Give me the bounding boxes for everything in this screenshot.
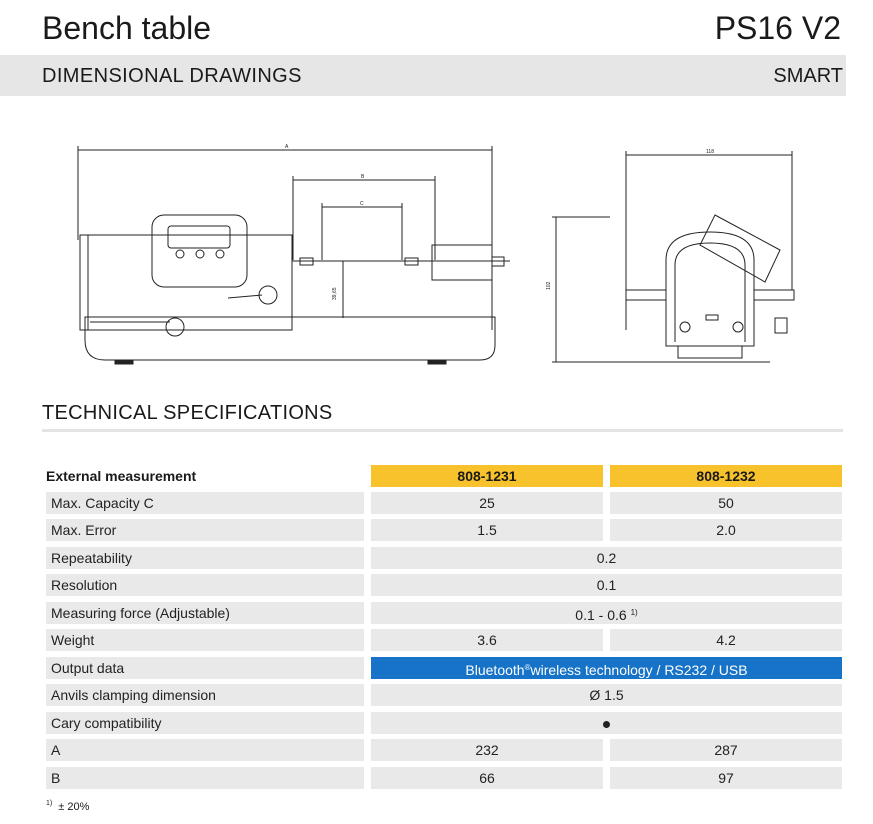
table-row: A mm [46, 739, 364, 761]
row-label: B [51, 770, 61, 786]
row-value: 50 [610, 492, 842, 514]
footnote: 1) ± 20% [46, 800, 89, 813]
table-row: Cary compatibility [46, 712, 364, 734]
row-label: Measuring force (Adjustable) [51, 605, 230, 621]
row-value: 0.2 [371, 547, 842, 569]
column-header-808-1231: 808-1231 [371, 465, 603, 487]
table-row: B mm [46, 767, 364, 789]
row-label: Anvils clamping dimension [51, 687, 216, 703]
footnote-text: ± 20% [58, 801, 90, 813]
row-value: 0.1 [371, 574, 842, 596]
footnote-mark: 1) [46, 800, 53, 807]
row-value-output: Bluetooth®wireless technology / RS232 / … [371, 657, 842, 679]
row-label: A [51, 742, 61, 758]
dim-label-total-height: 102 [546, 281, 552, 290]
row-label: Resolution [51, 577, 118, 593]
dim-label-c: C [360, 201, 364, 207]
row-label: Weight [51, 632, 95, 648]
table-row: Max. Capacity C mm [46, 492, 364, 514]
row-value: 287 [610, 739, 842, 761]
table-row: Output data [46, 657, 364, 679]
row-unit: µm [356, 547, 364, 569]
table-row: Anvils clamping dimension mm [46, 684, 364, 706]
bullet-icon [603, 720, 610, 728]
row-value: 2.0 [610, 519, 842, 541]
dim-label-width: 118 [706, 149, 714, 155]
page-title: Bench table [42, 10, 212, 46]
table-row: Max. Error µm [46, 519, 364, 541]
section-title-specs: TECHNICAL SPECIFICATIONS [42, 402, 333, 424]
row-unit: µm [356, 519, 364, 541]
output-rest: wireless technology / RS232 / USB [530, 662, 748, 678]
row-value: 66 [371, 767, 603, 789]
row-unit: mm [356, 492, 364, 514]
section-title-drawings: DIMENSIONAL DRAWINGS [42, 65, 302, 87]
column-header-808-1232: 808-1232 [610, 465, 842, 487]
section-variant: SMART [773, 65, 843, 87]
row-value-text: 0.1 - 0.6 [575, 607, 627, 623]
footnote-ref: 1) [630, 608, 638, 617]
table-row: Resolution µm [46, 574, 364, 596]
row-value: 1.5 [371, 519, 603, 541]
row-value: 0.1 - 0.6 1) [371, 602, 842, 624]
row-label: Max. Error [51, 522, 117, 538]
model-name: PS16 V2 [714, 10, 841, 46]
dimensional-drawing: A B C 39,65 118 102 [77, 144, 795, 365]
row-value [371, 712, 842, 734]
row-value: 3.6 [371, 629, 603, 651]
row-label: Output data [51, 660, 125, 676]
row-value: 25 [371, 492, 603, 514]
row-unit: mm [356, 767, 364, 789]
section-divider [42, 429, 843, 432]
row-value: Ø 1.5 [371, 684, 842, 706]
row-unit: mm [356, 684, 364, 706]
registered-mark: ® [524, 663, 531, 672]
row-unit: mm [356, 739, 364, 761]
row-value: 4.2 [610, 629, 842, 651]
row-value: 232 [371, 739, 603, 761]
output-bluetooth: Bluetooth [465, 662, 525, 678]
table-row: Measuring force (Adjustable) N [46, 602, 364, 624]
row-label: Repeatability [51, 550, 132, 566]
dim-label-height: 39,65 [332, 287, 338, 300]
row-value: 97 [610, 767, 842, 789]
row-unit: kg [356, 629, 364, 651]
table-row: Repeatability µm [46, 547, 364, 569]
table-header-label: External measurement [46, 468, 197, 484]
section-band [0, 55, 846, 96]
row-label: Cary compatibility [51, 715, 162, 731]
row-unit: N [356, 602, 364, 624]
table-row: Weight kg [46, 629, 364, 651]
row-unit: µm [356, 574, 364, 596]
dim-label-b: B [361, 174, 365, 180]
dim-label-a: A [285, 144, 289, 150]
row-label: Max. Capacity C [51, 495, 154, 511]
